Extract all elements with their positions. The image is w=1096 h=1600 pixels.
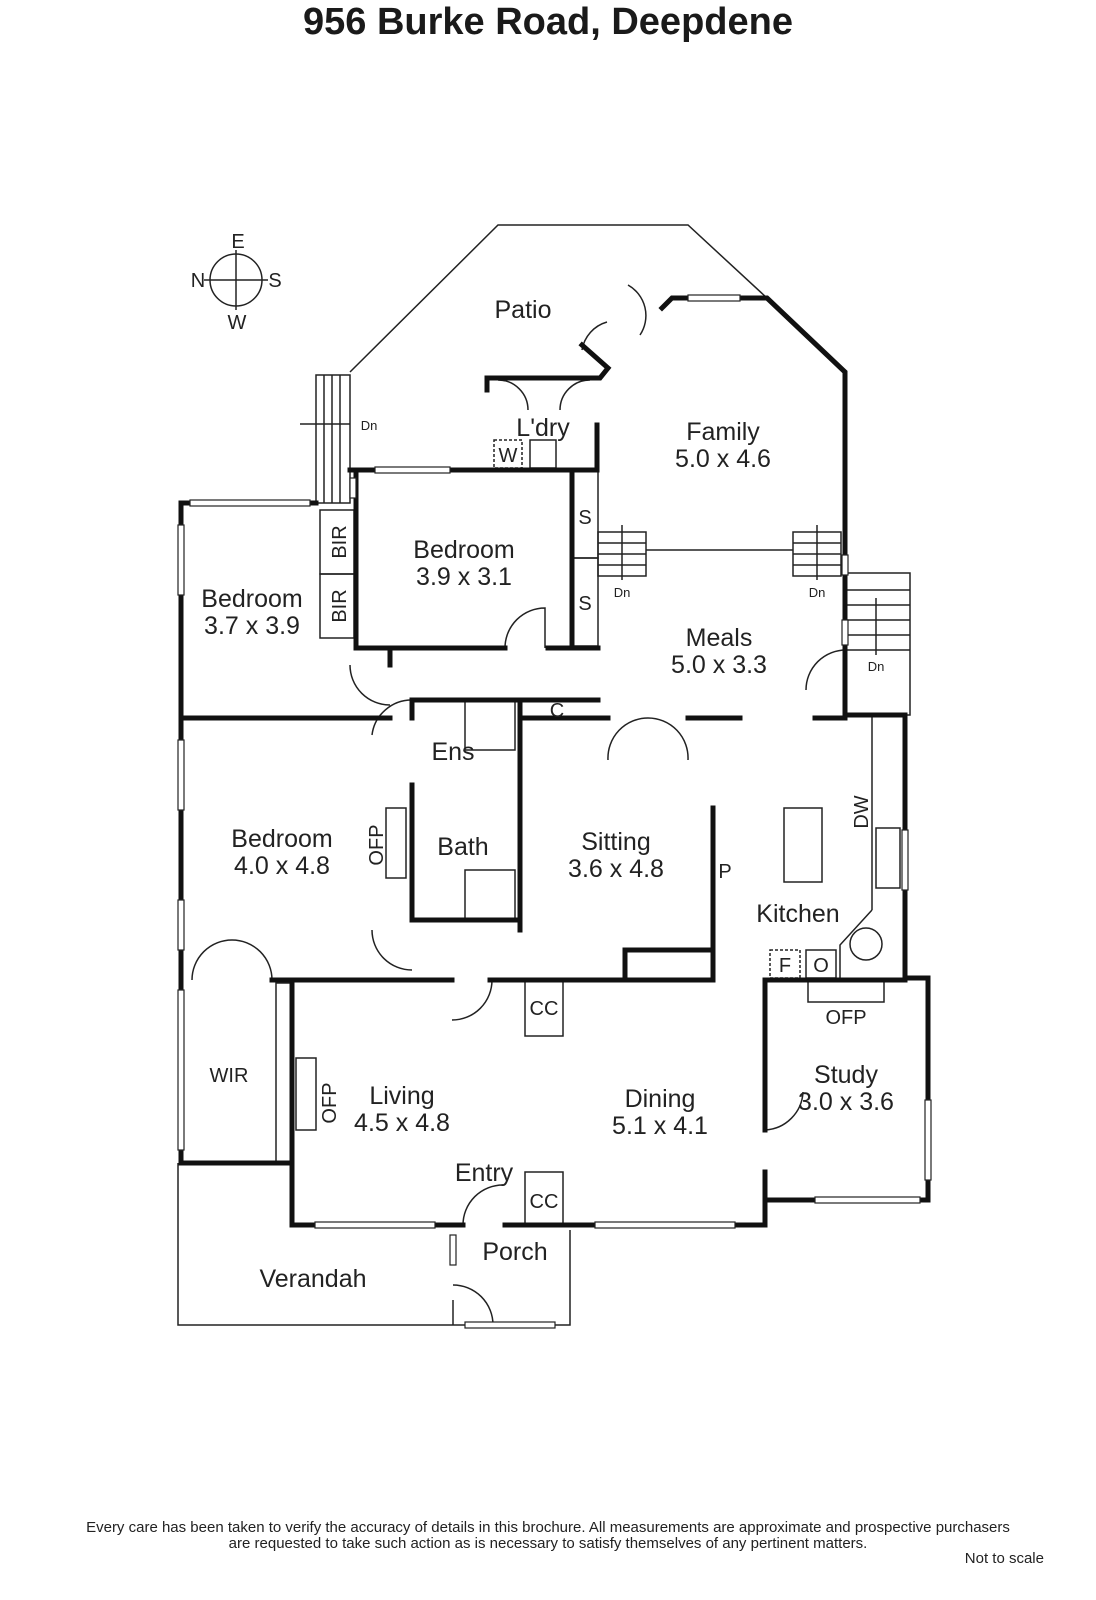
windows [177,294,932,1329]
disclaimer-line-1: Every care has been taken to verify the … [86,1519,1010,1536]
label-entry: Entry [455,1159,514,1187]
label-stairs-down-2: Dn [614,585,631,600]
label-cc-2: CC [530,1191,559,1213]
label-dishwasher: DW [851,795,873,828]
label-family: Family [686,418,760,446]
label-bedroom-2: Bedroom [413,536,514,564]
compass-s: S [268,270,281,292]
label-bir-2: BIR [329,589,351,622]
label-ensuite: Ens [431,738,474,766]
label-cc-1: CC [530,998,559,1020]
disclaimer-line-2: are requested to take such action as is … [228,1535,868,1552]
label-meals-size: 5.0 x 3.3 [671,651,767,679]
label-study-size: 3.0 x 3.6 [798,1088,894,1116]
label-laundry: L'dry [516,414,570,442]
label-meals: Meals [686,624,753,652]
label-ofp-study: OFP [825,1007,866,1029]
label-bedroom-3: Bedroom [201,585,302,613]
label-stairs-down-4: Dn [868,659,885,674]
label-cupboard: C [550,700,564,722]
label-bedroom-1-size: 4.0 x 4.8 [234,852,330,880]
outlines [177,224,911,1326]
label-living-size: 4.5 x 4.8 [354,1109,450,1137]
label-washer: W [499,445,518,467]
label-verandah: Verandah [259,1265,366,1293]
label-sitting: Sitting [581,828,650,856]
room-labels: Patio L'dry W Family 5.0 x 4.6 Bedroom 3… [201,296,894,1293]
label-dining: Dining [625,1085,696,1113]
label-study: Study [814,1061,878,1089]
label-sitting-size: 3.6 x 4.8 [568,855,664,883]
label-bedroom-3-size: 3.7 x 3.9 [204,612,300,640]
scale-note: Not to scale [964,1550,1044,1567]
label-family-size: 5.0 x 4.6 [675,445,771,473]
label-s-2: S [578,593,591,615]
label-ofp-living: OFP [319,1082,341,1123]
label-patio: Patio [495,296,552,324]
label-bedroom-1: Bedroom [231,825,332,853]
compass-n: N [191,270,205,292]
compass-e: E [231,231,244,253]
label-living: Living [369,1082,434,1110]
label-s-1: S [578,507,591,529]
label-dining-size: 5.1 x 4.1 [612,1112,708,1140]
label-ofp-bedroom: OFP [366,824,388,865]
compass-icon: E N S W [191,231,282,334]
label-oven: O [813,955,829,977]
label-wir: WIR [210,1065,249,1087]
label-stairs-down-1: Dn [361,418,378,433]
label-bath: Bath [437,833,488,861]
label-fridge: F [779,955,791,977]
label-bedroom-2-size: 3.9 x 3.1 [416,563,512,591]
label-bir-1: BIR [329,525,351,558]
label-kitchen: Kitchen [756,900,839,928]
label-porch: Porch [482,1238,547,1266]
disclaimer: Every care has been taken to verify the … [0,1520,1096,1552]
page-title: 956 Burke Road, Deepdene [303,1,793,43]
label-pantry: P [718,861,731,883]
label-stairs-down-3: Dn [809,585,826,600]
compass-w: W [228,312,247,334]
